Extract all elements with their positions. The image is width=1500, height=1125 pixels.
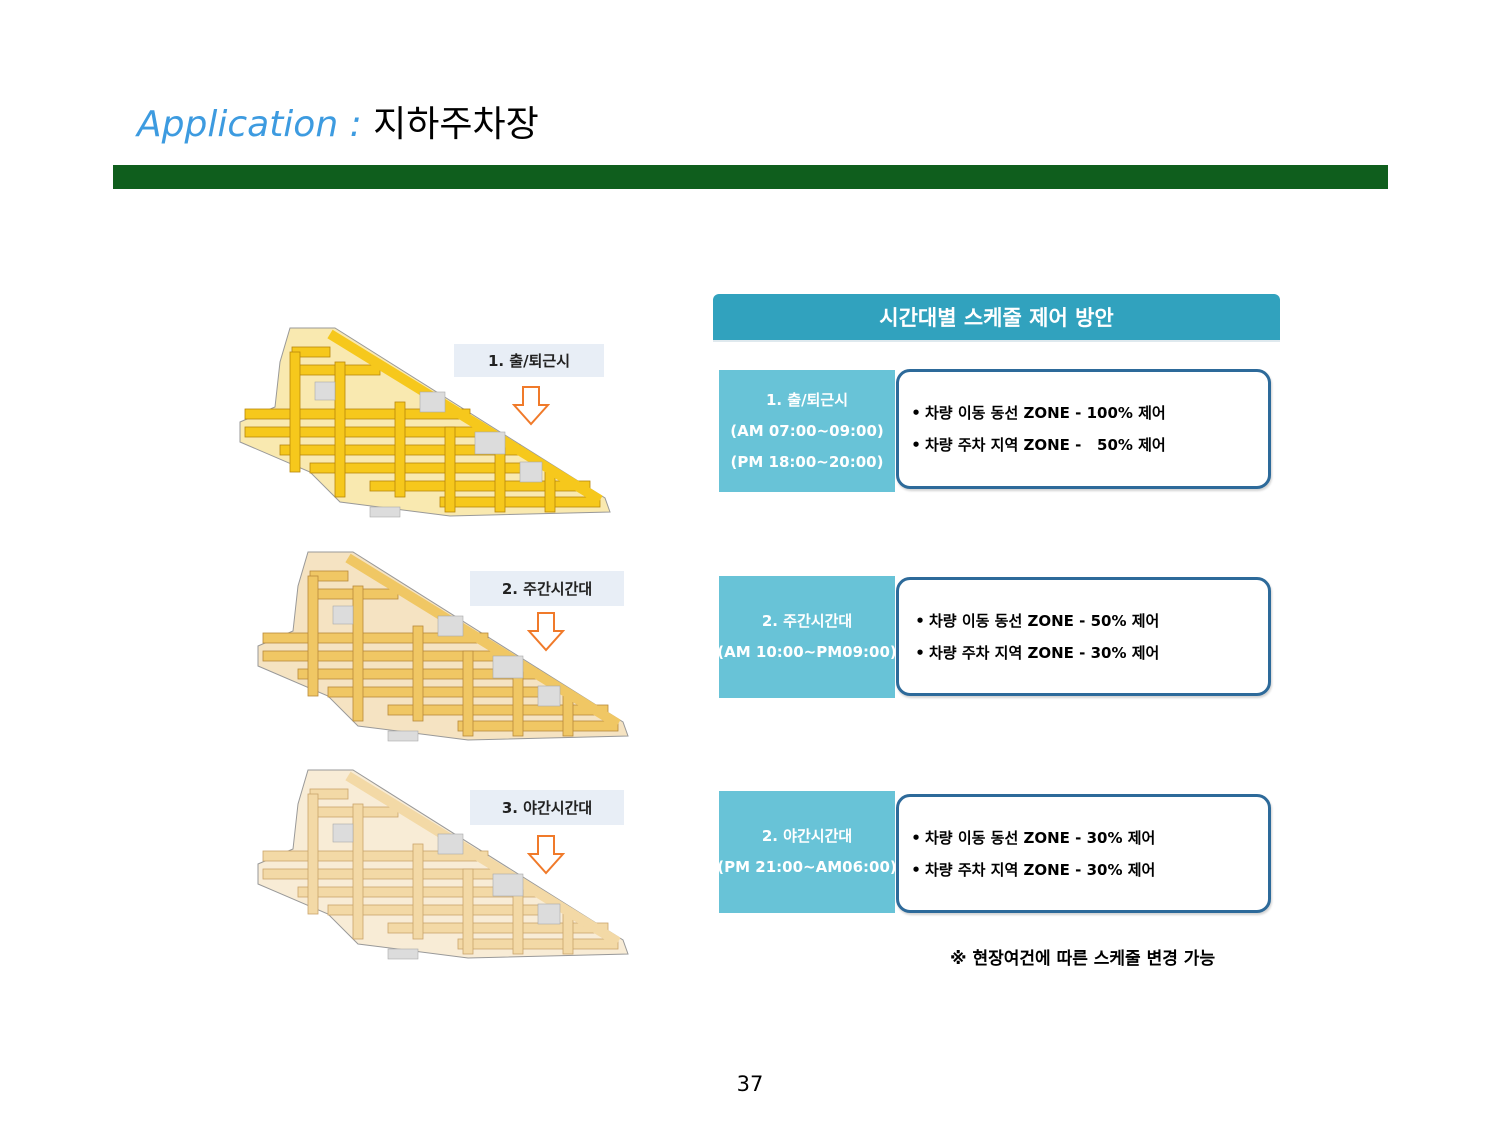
title-main: 지하주차장	[373, 104, 539, 145]
time-line: (AM 10:00~PM09:00)	[719, 643, 895, 661]
detail-row: •차량 주차 지역 ZONE - 30% 제어	[915, 643, 1160, 662]
time-line: (PM 18:00~20:00)	[730, 452, 884, 471]
down-arrow-icon	[527, 612, 565, 652]
time-line: (AM 07:00~09:00)	[730, 421, 884, 440]
detail-row: •차량 이동 동선 ZONE - 100% 제어	[911, 404, 1166, 422]
time-box-3: 2. 야간시간대 (PM 21:00~AM06:00)	[719, 791, 895, 913]
parking-floor-plan-1	[220, 322, 620, 522]
detail-row: •차량 이동 동선 ZONE - 30% 제어	[911, 828, 1156, 847]
parking-floor-plan-3	[238, 764, 638, 964]
plan-tag-2: 2. 주간시간대	[470, 571, 624, 606]
time-box-1: 1. 출/퇴근시 (AM 07:00~09:00) (PM 18:00~20:0…	[719, 370, 895, 492]
down-arrow-icon	[527, 835, 565, 875]
time-line: 2. 야간시간대	[761, 827, 853, 845]
time-box-2: 2. 주간시간대 (AM 10:00~PM09:00)	[719, 576, 895, 698]
time-line: (PM 21:00~AM06:00)	[719, 858, 895, 876]
control-detail-2: •차량 이동 동선 ZONE - 50% 제어 •차량 주차 지역 ZONE -…	[896, 577, 1271, 696]
title-divider-bar	[113, 165, 1388, 189]
parking-floor-plan-2	[238, 546, 638, 746]
title-accent: Application :	[137, 104, 374, 145]
plan-tag-3: 3. 야간시간대	[470, 790, 624, 825]
plan-tag-1: 1. 출/퇴근시	[454, 344, 604, 377]
detail-row: •차량 주차 지역 ZONE - 50% 제어	[911, 436, 1166, 454]
detail-row: •차량 이동 동선 ZONE - 50% 제어	[915, 611, 1160, 630]
control-detail-3: •차량 이동 동선 ZONE - 30% 제어 •차량 주차 지역 ZONE -…	[896, 794, 1271, 913]
schedule-note: ※ 현장여건에 따른 스케줄 변경 가능	[950, 949, 1216, 969]
down-arrow-icon	[512, 386, 550, 426]
page-number: 37	[736, 1072, 764, 1096]
time-line: 1. 출/퇴근시	[765, 390, 849, 409]
time-line: 2. 주간시간대	[761, 612, 853, 630]
page-title: Application : 지하주차장	[137, 100, 539, 150]
schedule-heading: 시간대별 스케줄 제어 방안	[713, 294, 1280, 342]
detail-row: •차량 주차 지역 ZONE - 30% 제어	[911, 860, 1156, 879]
control-detail-1: •차량 이동 동선 ZONE - 100% 제어 •차량 주차 지역 ZONE …	[896, 369, 1271, 489]
